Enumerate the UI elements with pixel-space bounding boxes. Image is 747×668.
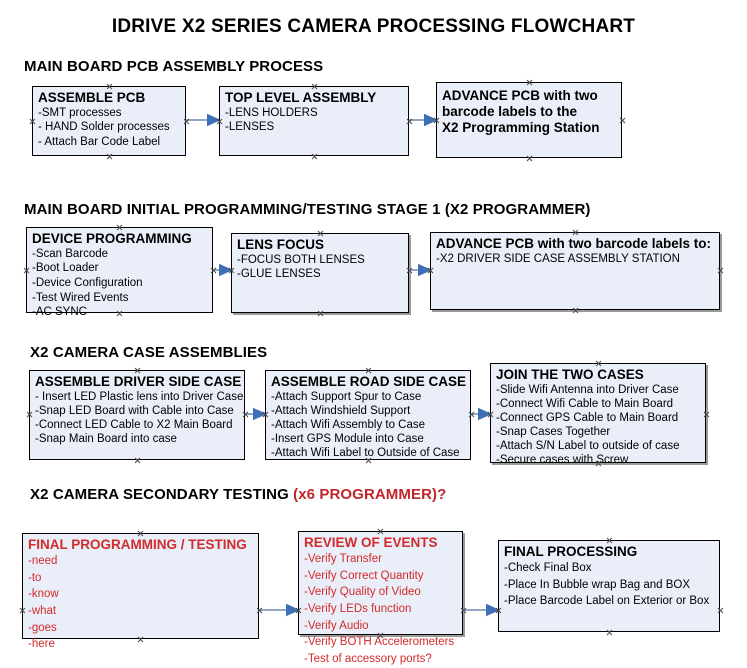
node-title: ADVANCE PCB with two [442, 88, 598, 103]
node-line: -Connect GPS Cable to Main Board [496, 411, 679, 424]
node-lens-focus[interactable]: LENS FOCUS -FOCUS BOTH LENSES -GLUE LENS… [231, 233, 409, 313]
node-final-programming-testing[interactable]: FINAL PROGRAMMING / TESTING -need -to -k… [22, 533, 259, 650]
node-line: -Boot Loader [32, 262, 99, 275]
section-title-accent: (x6 PROGRAMMER)? [293, 486, 447, 503]
node-line: -Device Configuration [32, 277, 143, 290]
node-title: TOP LEVEL ASSEMBLY [225, 90, 377, 105]
node-line: - Attach Bar Code Label [38, 136, 161, 149]
node-line: -FOCUS BOTH LENSES [237, 253, 365, 266]
node-line: -Connect LED Cable to X2 Main Board [35, 418, 233, 431]
node-title-line3: X2 Programming Station [442, 119, 600, 135]
node-line: -X2 DRIVER SIDE CASE ASSEMBLY STATION [436, 252, 680, 265]
node-line: -Verify LEDs function [304, 602, 412, 615]
section-title-text: X2 CAMERA SECONDARY TESTING [30, 486, 294, 503]
node-line: -Attach S/N Label to outside of case [496, 439, 680, 452]
node-line: - Insert LED Plastic lens into Driver Ca… [35, 390, 244, 403]
node-line: -Snap LED Board with Cable into Case [35, 404, 234, 417]
node-advance-pcb-programming-station[interactable]: ADVANCE PCB with two barcode labels to t… [436, 82, 622, 158]
node-assemble-road-side-case[interactable]: ASSEMBLE ROAD SIDE CASE -Attach Support … [265, 370, 471, 460]
node-line: -Verify Quality of Video [304, 586, 421, 599]
node-line: - HAND Solder processes [38, 121, 170, 134]
node-line: -Snap Main Board into case [35, 432, 177, 445]
node-device-programming[interactable]: DEVICE PROGRAMMING -Scan Barcode -Boot L… [26, 227, 213, 318]
node-line: -Verify Correct Quantity [304, 569, 424, 582]
node-line: -goes [28, 621, 57, 634]
node-title: REVIEW OF EVENTS [304, 535, 438, 550]
node-line: -AC SYNC [32, 306, 87, 319]
node-line: -SMT processes [38, 106, 122, 119]
node-final-processing[interactable]: FINAL PROCESSING -Check Final Box -Place… [498, 540, 720, 632]
node-line: -need [28, 554, 58, 567]
node-line: -Verify BOTH Accelerometers [304, 636, 455, 649]
node-line: -to [28, 571, 42, 584]
node-title: ADVANCE PCB with two barcode labels to: [436, 236, 712, 251]
node-title-line2: barcode labels to the [442, 103, 578, 119]
node-line: -GLUE LENSES [237, 268, 321, 281]
node-title: ASSEMBLE DRIVER SIDE CASE [35, 374, 242, 389]
node-line: -here [28, 638, 55, 651]
section-title-secondary-testing: X2 CAMERA SECONDARY TESTING (x6 PROGRAMM… [30, 486, 446, 503]
node-line: -Slide Wifi Antenna into Driver Case [496, 383, 679, 396]
node-line: -Scan Barcode [32, 247, 109, 260]
node-line: -Attach Wifi Label to Outside of Case [271, 446, 460, 459]
node-assemble-pcb[interactable]: ASSEMBLE PCB -SMT processes - HAND Solde… [32, 86, 186, 156]
node-line: -Verify Transfer [304, 552, 382, 565]
node-advance-pcb-driver-side-case[interactable]: ADVANCE PCB with two barcode labels to: … [430, 232, 720, 310]
node-line: -know [28, 588, 59, 601]
section-title-initial-programming: MAIN BOARD INITIAL PROGRAMMING/TESTING S… [24, 201, 591, 218]
node-title: FINAL PROGRAMMING / TESTING [28, 537, 247, 552]
node-title: ASSEMBLE ROAD SIDE CASE [271, 374, 467, 389]
node-line: -Attach Wifi Assembly to Case [271, 418, 426, 431]
node-line: -Attach Support Spur to Case [271, 390, 422, 403]
node-line: -Insert GPS Module into Case [271, 432, 424, 445]
node-title: JOIN THE TWO CASES [496, 367, 644, 382]
node-title: DEVICE PROGRAMMING [32, 231, 192, 246]
node-review-of-events[interactable]: REVIEW OF EVENTS -Verify Transfer -Verif… [298, 531, 463, 665]
node-line: -Check Final Box [504, 561, 592, 574]
node-line: -Place Barcode Label on Exterior or Box [504, 595, 710, 608]
node-title: FINAL PROCESSING [504, 544, 638, 559]
node-line: -Attach Windshield Support [271, 404, 411, 417]
node-line: -Snap Cases Together [496, 425, 611, 438]
node-line: -Test Wired Events [32, 291, 129, 304]
node-line: -LENS HOLDERS [225, 106, 318, 119]
section-title-pcb-assembly: MAIN BOARD PCB ASSEMBLY PROCESS [24, 58, 324, 75]
node-line: -LENSES [225, 121, 275, 134]
node-title: ASSEMBLE PCB [38, 90, 146, 105]
node-line: -Connect Wifi Cable to Main Board [496, 397, 674, 410]
node-assemble-driver-side-case[interactable]: ASSEMBLE DRIVER SIDE CASE - Insert LED P… [29, 370, 245, 460]
section-title-case-assemblies: X2 CAMERA CASE ASSEMBLIES [30, 344, 268, 361]
node-line-overflow: -Test of accessory ports? [304, 652, 432, 665]
node-line: -Place In Bubble wrap Bag and BOX [504, 578, 691, 591]
node-line: -Secure cases with Screw [496, 454, 629, 466]
node-title: LENS FOCUS [237, 237, 325, 252]
node-line: -what [28, 604, 57, 617]
node-line: -Verify Audio [304, 619, 369, 632]
node-top-level-assembly[interactable]: TOP LEVEL ASSEMBLY -LENS HOLDERS -LENSES [219, 86, 409, 156]
node-join-the-two-cases[interactable]: JOIN THE TWO CASES -Slide Wifi Antenna i… [490, 363, 706, 466]
document-title: IDRIVE X2 SERIES CAMERA PROCESSING FLOWC… [111, 16, 636, 37]
